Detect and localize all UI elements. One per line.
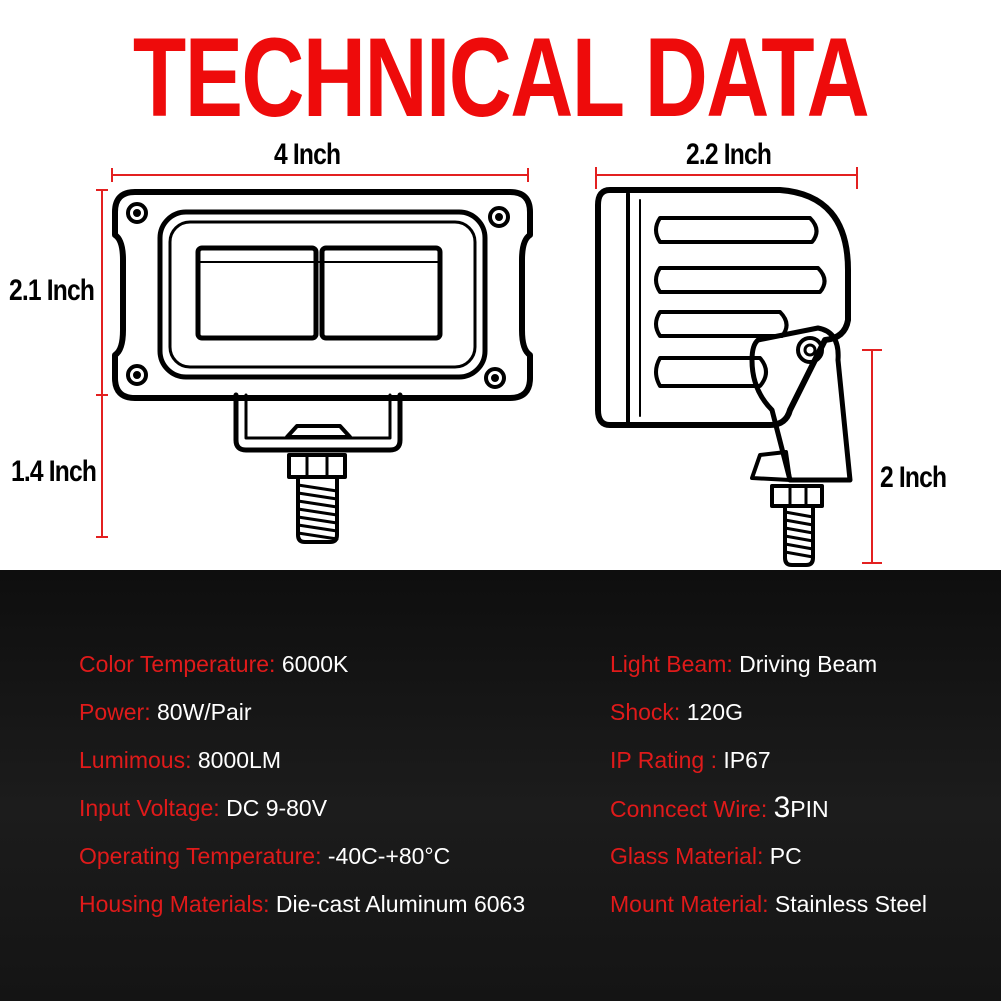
spec-light-beam: Light Beam: Driving Beam (610, 651, 878, 677)
dimension-side-width: 2.2 Inch (686, 138, 772, 171)
drawing-area: TECHNICAL DATA (9, 15, 947, 567)
spec-color-temperature: Color Temperature: 6000K (79, 651, 349, 677)
light-drawings (96, 167, 882, 567)
spec-housing-materials: Housing Materials: Die-cast Aluminum 606… (79, 891, 526, 917)
spec-luminous: Lumimous: 8000LM (79, 747, 281, 773)
spec-input-voltage: Input Voltage: DC 9-80V (79, 795, 328, 821)
spec-ip-rating: IP Rating : IP67 (610, 747, 771, 773)
dimension-side-height: 2 Inch (880, 461, 947, 494)
spec-panel: Color Temperature: 6000K Power: 80W/Pair… (0, 570, 1001, 1001)
dimension-bracket-height: 1.4 Inch (11, 455, 97, 488)
spec-connect-wire: Conncect Wire: 3PIN (610, 791, 829, 824)
dimension-front-height: 2.1 Inch (9, 274, 95, 307)
spec-operating-temperature: Operating Temperature: -40C-+80°C (79, 843, 451, 869)
spec-mount-material: Mount Material: Stainless Steel (610, 891, 928, 917)
spec-power: Power: 80W/Pair (79, 699, 252, 725)
spec-glass-material: Glass Material: PC (610, 843, 802, 869)
spec-shock: Shock: 120G (610, 699, 743, 725)
dimension-front-width: 4 Inch (274, 138, 341, 171)
front-view-light (112, 189, 533, 544)
dimension-lines (96, 167, 882, 564)
page-title: TECHNICAL DATA (132, 15, 870, 140)
side-view-light (595, 187, 853, 567)
